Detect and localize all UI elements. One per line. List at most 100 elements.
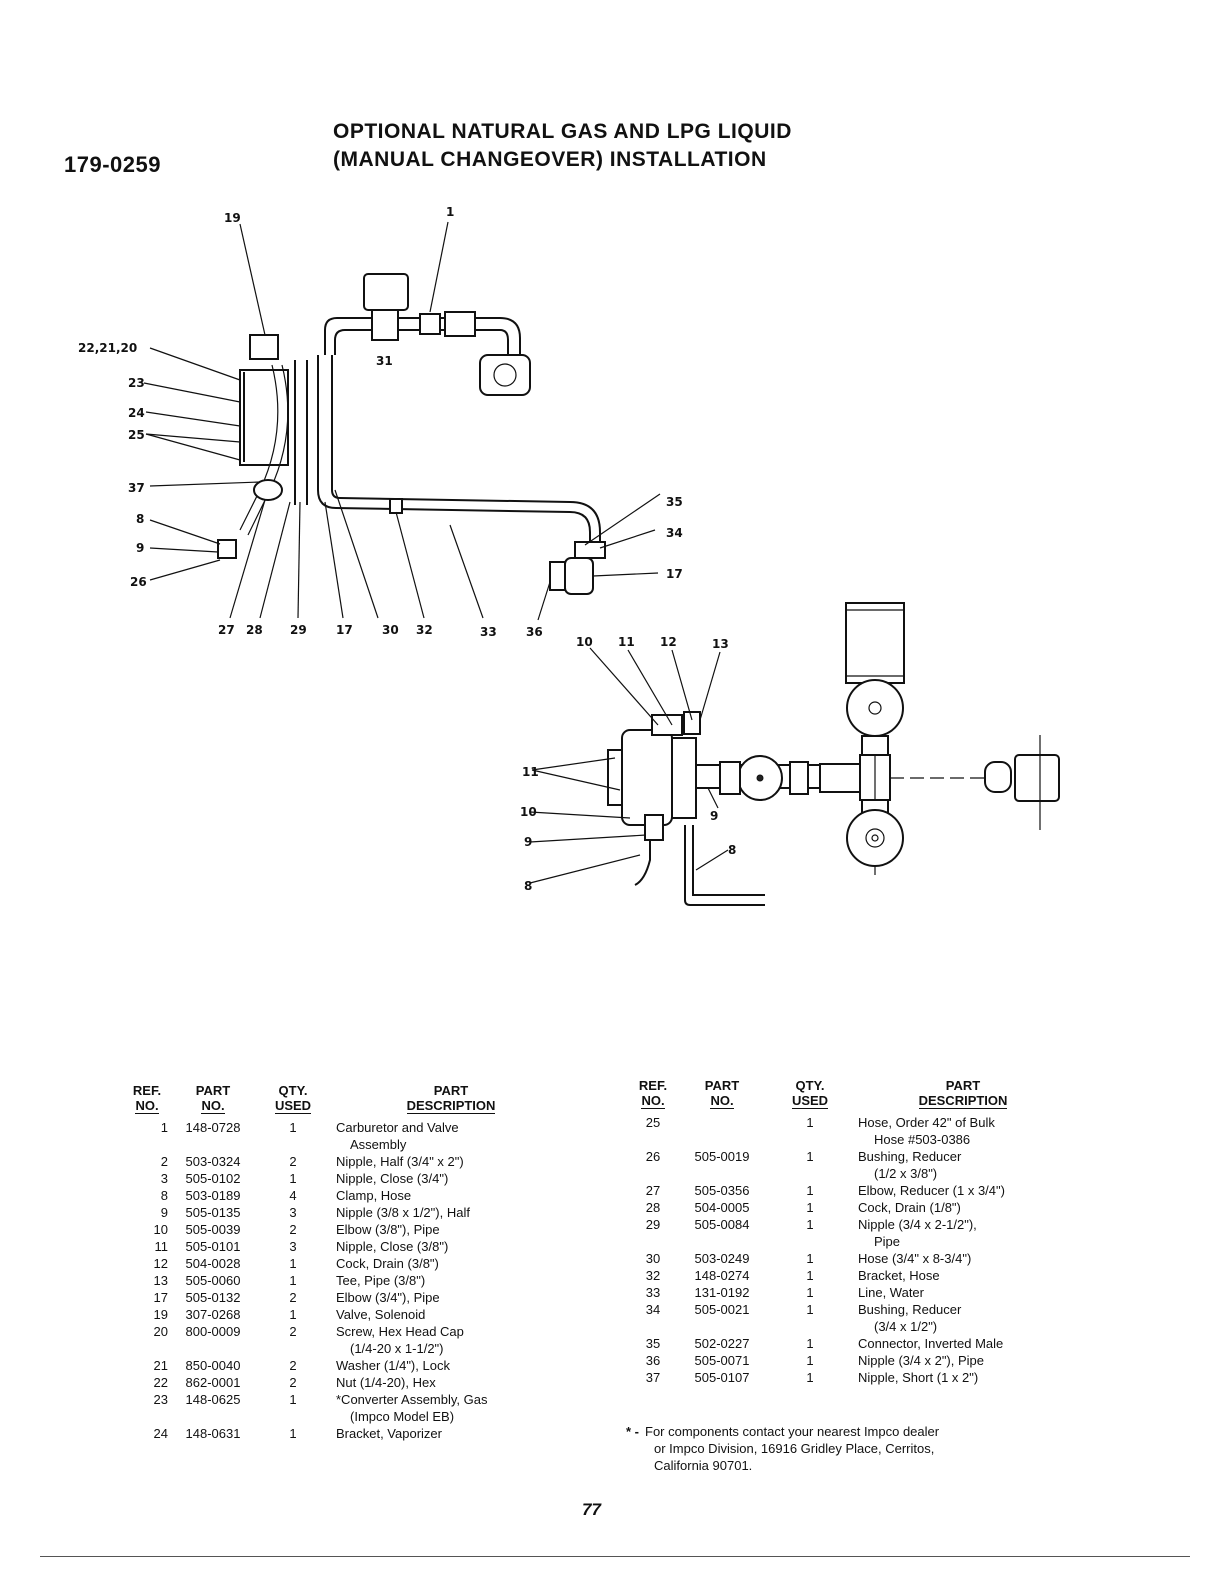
label-29: 29	[290, 623, 307, 637]
label-23: 23	[128, 376, 145, 390]
bushing-34	[574, 541, 606, 559]
hose-lower	[684, 825, 765, 906]
header-ref-no: REF.NO.	[638, 1078, 668, 1109]
clamp-8	[217, 539, 237, 559]
label-31: 31	[376, 354, 393, 368]
label-26: 26	[130, 575, 147, 589]
footnote-line-3: California 90701.	[654, 1458, 753, 1473]
header-ref-no: REF.NO.	[132, 1083, 162, 1114]
converter-body	[239, 369, 289, 466]
page-title-line-1: OPTIONAL NATURAL GAS AND LPG LIQUID	[333, 120, 792, 143]
label-12: 12	[660, 635, 677, 649]
label-8-upper: 8	[136, 512, 144, 526]
label-37: 37	[128, 481, 145, 495]
water-line-33	[317, 489, 591, 542]
label-28: 28	[246, 623, 263, 637]
label-19: 19	[224, 211, 241, 225]
label-8-side: 8	[524, 879, 532, 893]
hose-bracket-32	[389, 498, 403, 514]
lower-leader-lines	[529, 647, 729, 884]
regulator-lower	[846, 809, 904, 867]
label-33: 33	[480, 625, 497, 639]
hose-clamp-lower	[634, 815, 651, 886]
right-tee	[1014, 754, 1060, 802]
upper-leader-lines	[143, 221, 661, 621]
solenoid-valve	[249, 334, 279, 360]
filter-canister	[845, 602, 905, 684]
bottom-rule	[40, 1556, 1190, 1557]
label-11-side: 11	[522, 765, 539, 779]
footnote-line-1: For components contact your nearest Impc…	[645, 1424, 940, 1439]
label-34: 34	[666, 526, 683, 540]
upper-assembly	[217, 273, 606, 595]
carburetor-valve	[363, 273, 409, 311]
elbow-17	[564, 557, 594, 595]
page-number: 77	[582, 1500, 601, 1519]
right-fitting	[984, 761, 1012, 793]
carburetor-body	[621, 729, 673, 826]
label-10: 10	[576, 635, 593, 649]
regulator-upper	[846, 679, 904, 737]
label-11: 11	[618, 635, 635, 649]
vertical-pipe-left	[294, 360, 308, 505]
installation-diagram: 19 1 22,21,20 31 23 24 25 37 8 9 26 35 3…	[78, 205, 1060, 906]
label-17: 17	[666, 567, 683, 581]
label-36: 36	[526, 625, 543, 639]
footnote-mark: * -	[626, 1424, 639, 1439]
top-pipe-run	[324, 317, 500, 355]
document-number: 179-0259	[64, 152, 161, 177]
regulator	[479, 354, 531, 396]
label-9-side: 9	[524, 835, 532, 849]
label-1: 1	[446, 205, 454, 219]
drain-cock-12	[683, 711, 701, 735]
label-25: 25	[128, 428, 145, 442]
label-27: 27	[218, 623, 235, 637]
footnote: * - For components contact your nearest I…	[626, 1423, 1086, 1474]
nipple-lower	[819, 763, 861, 793]
tee-fitting	[444, 311, 476, 337]
header-qty-used: QTY.USED	[274, 1083, 312, 1114]
label-13: 13	[712, 637, 729, 651]
label-24: 24	[128, 406, 145, 420]
label-10-side: 10	[520, 805, 537, 819]
page-title-line-2: (MANUAL CHANGEOVER) INSTALLATION	[333, 148, 767, 171]
label-9-mid: 9	[710, 809, 718, 823]
header-qty-used: QTY.USED	[791, 1078, 829, 1109]
label-22-21-20: 22,21,20	[78, 341, 137, 355]
reducer-elbow-27	[253, 479, 283, 501]
label-9-upper: 9	[136, 541, 144, 555]
label-30: 30	[382, 623, 399, 637]
